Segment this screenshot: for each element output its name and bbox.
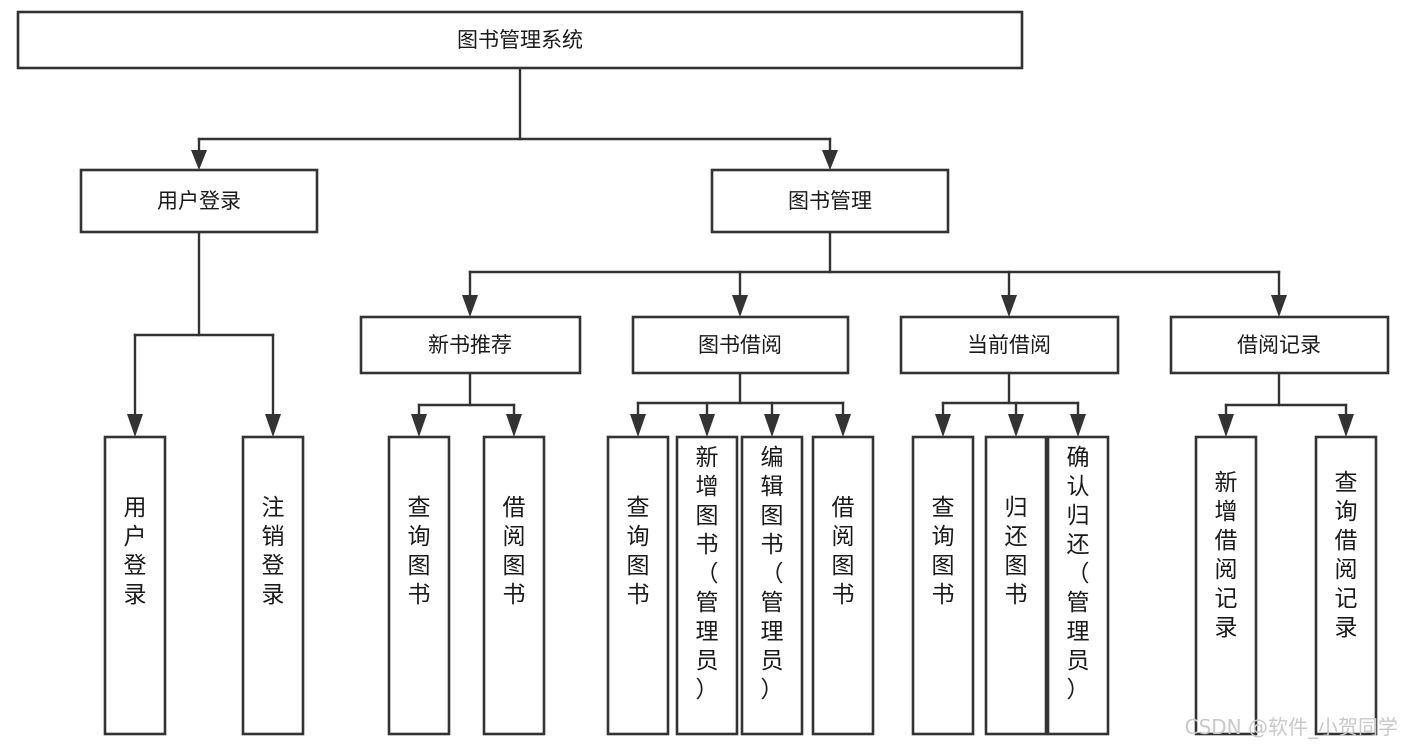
node-user-login-label: 用户登录 — [157, 189, 241, 213]
leaf-node-logout[interactable]: 注销登录 — [241, 435, 305, 736]
leaf-add-borrow-record-label: 新增借阅记录 — [1215, 470, 1238, 641]
node-user-login-box[interactable] — [79, 168, 319, 234]
leaf-node-add-book-admin[interactable]: 新增图书（管理员） — [675, 435, 739, 736]
node-borrow-record-box[interactable] — [1169, 315, 1390, 375]
arrow-leaf-borrow-book-rec — [506, 414, 522, 437]
node-new-book-recommend-box[interactable] — [359, 315, 582, 375]
node-current-borrow-box[interactable] — [899, 315, 1120, 375]
leaf-add-borrow-record-box[interactable] — [1194, 435, 1258, 736]
leaf-user-login-label: 用户登录 — [124, 495, 147, 608]
leaf-borrow-book-label: 借阅图书 — [832, 495, 855, 608]
leaf-node-confirm-return-admin[interactable]: 确认归还（管理员） — [1046, 435, 1110, 736]
arrow-leaf-return-book — [1008, 414, 1024, 437]
node-root-box[interactable] — [16, 10, 1024, 70]
node-book-borrow-label: 图书借阅 — [698, 333, 782, 357]
connector-layer — [127, 66, 1354, 437]
arrow-leaf-add-borrow-record — [1218, 414, 1234, 437]
leaf-node-borrow-book-rec[interactable]: 借阅图书 — [482, 435, 546, 736]
leaf-query-book-borrow-label: 查询图书 — [627, 495, 650, 608]
node-current-borrow-label: 当前借阅 — [967, 333, 1051, 357]
arrow-user-login — [191, 150, 207, 170]
leaf-confirm-return-admin-box[interactable] — [1046, 435, 1110, 736]
node-root[interactable]: 图书管理系统 — [16, 10, 1024, 70]
leaf-node-user-login[interactable]: 用户登录 — [103, 435, 167, 736]
node-root-label: 图书管理系统 — [457, 28, 583, 52]
arrow-leaf-edit-book-admin — [764, 414, 780, 437]
leaf-borrow-book-rec-box[interactable] — [482, 435, 546, 736]
leaf-query-book-borrow-box[interactable] — [606, 435, 670, 736]
leaf-node-query-book-rec[interactable]: 查询图书 — [387, 435, 451, 736]
arrow-book-manage — [822, 150, 838, 170]
arrow-current-borrow — [1001, 295, 1017, 317]
leaf-node-query-borrow-record[interactable]: 查询借阅记录 — [1314, 435, 1378, 736]
node-book-manage-box[interactable] — [710, 168, 950, 234]
arrow-leaf-add-book-admin — [699, 414, 715, 437]
node-new-book-recommend[interactable]: 新书推荐 — [359, 315, 582, 375]
arrow-leaf-query-book-borrow — [630, 414, 646, 437]
watermark-label: CSDN @软件_小贺同学 — [1185, 715, 1398, 739]
arrow-borrow-record — [1271, 295, 1287, 317]
arrow-leaf-query-borrow-record — [1338, 414, 1354, 437]
leaf-node-edit-book-admin[interactable]: 编辑图书（管理员） — [740, 435, 804, 736]
leaf-confirm-return-admin-label: 确认归还（管理员） — [1067, 445, 1090, 703]
leaf-node-query-book-borrow[interactable]: 查询图书 — [606, 435, 670, 736]
node-book-manage[interactable]: 图书管理 — [710, 168, 950, 234]
leaf-edit-book-admin-label: 编辑图书（管理员） — [761, 445, 784, 703]
node-book-borrow-box[interactable] — [631, 315, 850, 375]
leaf-query-book-cur-box[interactable] — [911, 435, 975, 736]
leaf-query-book-rec-label: 查询图书 — [408, 495, 431, 608]
leaf-add-book-admin-box[interactable] — [675, 435, 739, 736]
node-borrow-record[interactable]: 借阅记录 — [1169, 315, 1390, 375]
node-book-manage-label: 图书管理 — [788, 189, 872, 213]
arrow-leaf-logout — [265, 414, 281, 437]
arrow-book-borrow — [732, 295, 748, 317]
leaf-borrow-book-box[interactable] — [811, 435, 875, 736]
arrow-leaf-borrow-book — [835, 414, 851, 437]
node-user-login[interactable]: 用户登录 — [79, 168, 319, 234]
leaf-node-add-borrow-record[interactable]: 新增借阅记录 — [1194, 435, 1258, 736]
leaf-query-book-cur-label: 查询图书 — [932, 495, 955, 608]
arrow-new-book-recommend — [462, 295, 478, 317]
leaf-logout-label: 注销登录 — [262, 495, 285, 608]
leaf-return-book-box[interactable] — [984, 435, 1048, 736]
leaf-node-return-book[interactable]: 归还图书 — [984, 435, 1048, 736]
leaf-user-login-box[interactable] — [103, 435, 167, 736]
node-current-borrow[interactable]: 当前借阅 — [899, 315, 1120, 375]
leaf-node-borrow-book[interactable]: 借阅图书 — [811, 435, 875, 736]
arrow-leaf-confirm-return-admin — [1070, 414, 1086, 437]
node-book-borrow[interactable]: 图书借阅 — [631, 315, 850, 375]
leaf-query-book-rec-box[interactable] — [387, 435, 451, 736]
leaf-add-book-admin-label: 新增图书（管理员） — [696, 445, 719, 703]
leaf-query-borrow-record-label: 查询借阅记录 — [1335, 470, 1358, 641]
node-borrow-record-label: 借阅记录 — [1237, 333, 1321, 357]
leaf-return-book-label: 归还图书 — [1005, 495, 1028, 608]
arrow-leaf-query-book-cur — [935, 414, 951, 437]
leaf-borrow-book-rec-label: 借阅图书 — [503, 495, 526, 608]
arrow-leaf-user-login — [127, 414, 143, 437]
leaf-node-query-book-cur[interactable]: 查询图书 — [911, 435, 975, 736]
leaf-query-borrow-record-box[interactable] — [1314, 435, 1378, 736]
node-new-book-recommend-label: 新书推荐 — [428, 333, 512, 357]
leaf-edit-book-admin-box[interactable] — [740, 435, 804, 736]
leaf-logout-box[interactable] — [241, 435, 305, 736]
arrow-leaf-query-book-rec — [411, 414, 427, 437]
